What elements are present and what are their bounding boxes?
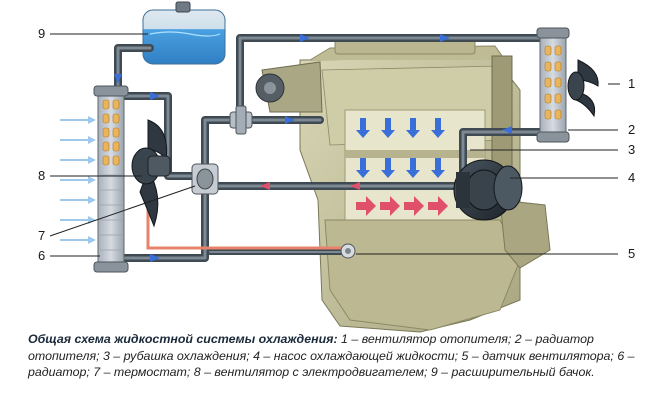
expansion-tank [142,1,226,65]
callout-2: 2 [628,122,636,137]
caption-title: Общая схема жидкостной системы охлаждени… [28,332,338,346]
jacket-flow-arrows-blue [356,118,445,178]
callout-8: 8 [38,168,46,183]
callout-4: 4 [628,170,636,185]
radiator-fan [131,119,171,228]
main-radiator [93,85,129,273]
airflow-arrows [60,119,88,241]
jacket-flow-arrows-pink [356,196,448,216]
heater-radiator [536,27,570,143]
callout-5: 5 [628,246,636,261]
thermostat [191,163,219,195]
callout-3: 3 [628,142,636,157]
callout-leaders [49,33,620,257]
airflow-arrowheads [88,116,96,244]
tee-fitting [229,105,253,135]
figure-caption: Общая схема жидкостной системы охлаждени… [28,331,658,381]
callout-1: 1 [628,76,636,91]
heater-fan [567,59,599,118]
callout-6: 6 [38,248,46,263]
callout-7: 7 [38,228,46,243]
pump-line-arrows [260,182,360,190]
pipe-flow-arrows [114,34,512,262]
caption-legend: 1 – вентилятор отопителя; 2 – радиатор о… [28,332,635,379]
fan-sensor [340,243,356,259]
callout-9: 9 [38,26,46,41]
coolant-pump [453,159,523,221]
hot-coolant-line [146,196,345,250]
